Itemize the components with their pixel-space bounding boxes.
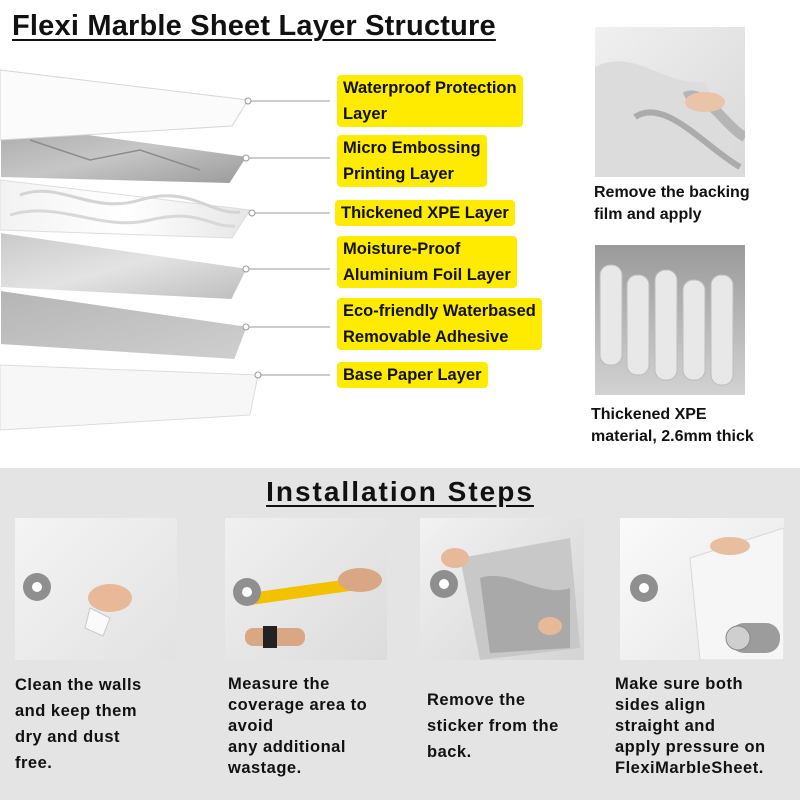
page-title: Flexi Marble Sheet Layer Structure <box>12 10 496 42</box>
step-1-badge <box>23 573 51 601</box>
step-1-image <box>15 518 177 660</box>
step-2-badge <box>233 578 261 606</box>
measuring-tape-icon <box>244 568 382 648</box>
label-thickened-xpe: Thickened XPE Layer <box>335 200 515 226</box>
step-2-image <box>225 518 387 660</box>
step-3-text: Remove the sticker from the back. <box>427 691 559 761</box>
step-4-badge <box>630 574 658 602</box>
peel-sheet-icon <box>441 538 580 660</box>
xpe-rolls-photo <box>595 245 745 395</box>
step-4-text: Make sure both sides align straight and … <box>615 675 766 777</box>
step-3-image <box>420 518 584 660</box>
label-base-paper: Base Paper Layer <box>337 362 488 388</box>
step-1-text: Clean the walls and keep them dry and du… <box>15 676 142 772</box>
wiping-cloth-icon <box>84 584 132 637</box>
step-2-text: Measure the coverage area to avoid any a… <box>228 675 368 777</box>
backing-film-photo <box>595 27 745 177</box>
step-4-image <box>620 518 784 660</box>
step-3-badge <box>430 570 458 598</box>
installation-title: Installation Steps <box>266 476 534 507</box>
roll-apply-icon <box>689 527 784 660</box>
layer-stack-illustration <box>0 69 330 431</box>
